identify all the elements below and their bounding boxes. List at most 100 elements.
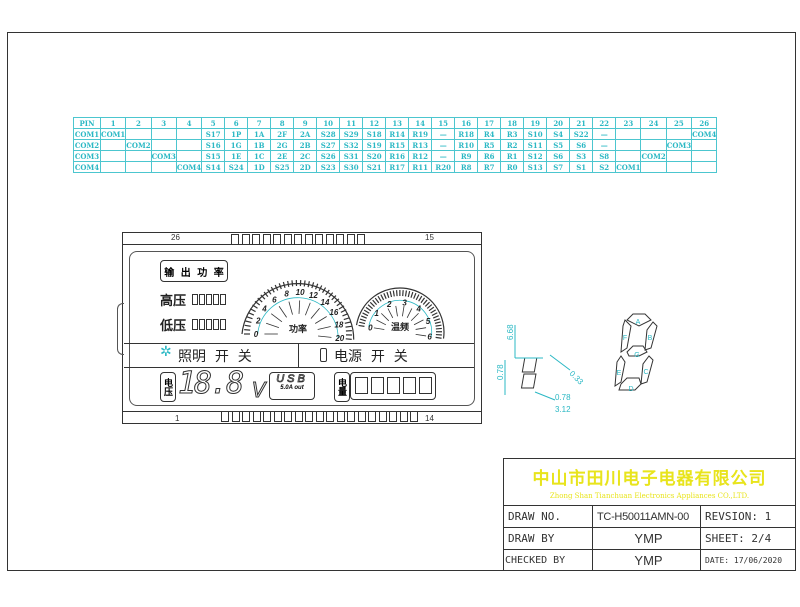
table-cell xyxy=(175,139,203,151)
table-cell: 2D xyxy=(293,161,318,173)
table-cell: R8 xyxy=(454,161,479,173)
gauge-segment xyxy=(415,333,427,337)
gauge-tick xyxy=(433,318,441,322)
pin-label: 14 xyxy=(425,414,434,423)
gauge-tick xyxy=(435,336,442,339)
table-cell: 1A xyxy=(247,128,272,140)
gauge-tick xyxy=(278,283,282,290)
table-cell: COM1 xyxy=(73,128,101,140)
gauge-tick xyxy=(430,309,437,314)
table-cell: S11 xyxy=(523,139,548,151)
gauge-segment xyxy=(288,301,293,315)
table-cell: 2E xyxy=(270,150,295,162)
gauge-tick xyxy=(386,291,390,298)
table-cell: S24 xyxy=(224,161,249,173)
segment xyxy=(371,377,384,394)
gauge-tick-label: 18 xyxy=(334,321,343,330)
segment xyxy=(378,411,387,422)
column-header: 1 xyxy=(99,117,127,129)
low-voltage-label: 低压 xyxy=(160,319,187,334)
gauge-tick xyxy=(415,294,420,301)
table-cell: R2 xyxy=(500,139,525,151)
column-header: 7 xyxy=(247,117,272,129)
title-block: 中山市田川电子电器有限公司 Zhong Shan Tianchuan Elect… xyxy=(503,458,795,571)
table-cell xyxy=(150,128,177,140)
segment xyxy=(325,234,334,245)
gauge-segment xyxy=(310,308,320,319)
segment xyxy=(389,411,397,422)
table-cell xyxy=(150,161,177,173)
gauge-tick xyxy=(389,291,393,298)
segment-outline xyxy=(614,355,626,387)
segment xyxy=(252,234,260,245)
gauge-tick xyxy=(434,321,441,324)
gauge-segment xyxy=(266,322,280,328)
table-cell: R10 xyxy=(454,139,479,151)
table-cell: S21 xyxy=(362,161,387,173)
table-cell: R16 xyxy=(385,150,410,162)
divider xyxy=(124,367,474,368)
gauge-segment xyxy=(304,302,311,316)
gauge-tick xyxy=(336,301,343,307)
gauge-tick xyxy=(260,294,266,300)
dimension-label: 0.33 xyxy=(568,369,586,387)
gauge-tick-label: 10 xyxy=(296,288,305,297)
segment-label: E xyxy=(617,370,622,377)
gauge-tick xyxy=(325,289,330,296)
segment xyxy=(305,411,313,422)
high-voltage-bars xyxy=(192,294,226,305)
low-voltage-bars xyxy=(192,319,226,330)
gauge-tick xyxy=(426,304,433,309)
column-header: 10 xyxy=(316,117,341,129)
column-header: 9 xyxy=(293,117,318,129)
gauge-tick xyxy=(392,290,395,297)
table-cell xyxy=(615,139,642,151)
gauge-tick xyxy=(365,306,372,312)
table-cell xyxy=(640,161,667,173)
gauge-tick xyxy=(338,305,345,310)
gauge-tick xyxy=(413,292,417,299)
table-cell: COM3 xyxy=(665,139,693,151)
table-cell: COM2 xyxy=(125,139,152,151)
table-cell: S22 xyxy=(569,128,594,140)
segment xyxy=(355,377,368,394)
gauge-tick xyxy=(420,297,426,304)
table-cell xyxy=(640,128,667,140)
gauge-tick xyxy=(267,289,272,295)
battery-outline xyxy=(350,372,436,400)
gauge-tick-label: 2 xyxy=(255,317,261,326)
gauge-label: 温频 xyxy=(391,321,409,332)
table-cell xyxy=(665,128,693,140)
gauge-tick xyxy=(383,293,387,300)
gauge-tick xyxy=(407,290,411,298)
gauge-tick xyxy=(369,301,375,308)
segment xyxy=(213,294,219,305)
voltage-label-box: 电压 xyxy=(160,372,176,402)
gauge-tick xyxy=(343,317,350,321)
usb-sub-label: 5.0A out xyxy=(280,385,304,391)
column-header: 24 xyxy=(640,117,667,129)
segment-label: F xyxy=(623,335,627,342)
table-cell: S4 xyxy=(546,128,571,140)
table-cell: 2F xyxy=(270,128,295,140)
segment xyxy=(403,377,416,394)
gauge-tick-label: 14 xyxy=(321,298,330,307)
column-header: 12 xyxy=(362,117,387,129)
gauge-tick xyxy=(314,283,319,290)
segment xyxy=(220,319,226,330)
divider xyxy=(124,343,474,344)
gauge-tick xyxy=(287,280,290,288)
table-cell: COM2 xyxy=(640,150,667,162)
gauge-tick xyxy=(418,295,423,302)
segment xyxy=(263,411,271,422)
table-cell: S30 xyxy=(339,161,364,173)
table-cell: COM2 xyxy=(73,139,101,151)
table-cell: 1E xyxy=(224,150,249,162)
segment xyxy=(273,234,281,245)
table-cell: S29 xyxy=(339,128,364,140)
gauge-tick xyxy=(252,304,258,309)
table-cell: S28 xyxy=(316,128,341,140)
